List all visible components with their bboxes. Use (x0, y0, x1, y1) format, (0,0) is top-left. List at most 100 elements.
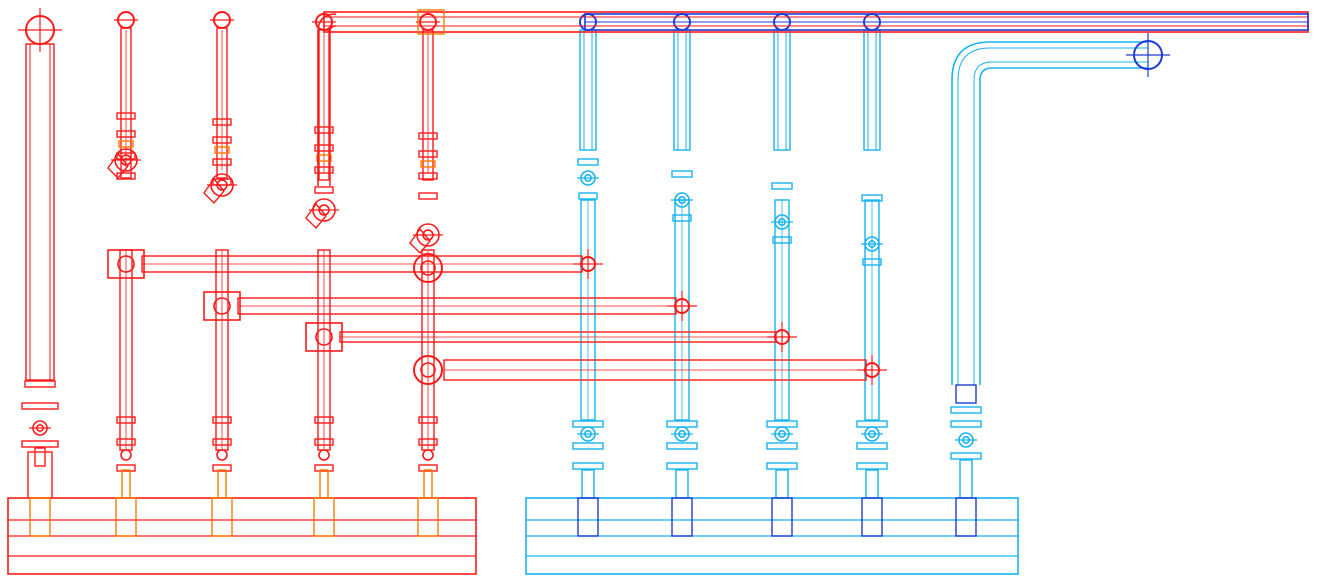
flange-icon (314, 464, 334, 472)
manifold-port (671, 497, 693, 537)
manifold-port (417, 497, 439, 537)
flange-icon (212, 158, 232, 166)
crosshair-fitting-icon (767, 322, 797, 352)
angle-valve-icon (409, 227, 431, 255)
tee-core-icon (315, 328, 333, 346)
flange-icon (572, 442, 604, 450)
flange-icon (578, 192, 598, 200)
return-stub (775, 469, 789, 499)
manifold-port (313, 497, 335, 537)
riser-stub (423, 469, 433, 499)
flange-icon (766, 420, 798, 428)
flange-icon (418, 132, 438, 140)
flange-icon (24, 380, 56, 388)
ball-valve-icon (207, 173, 237, 197)
header-elbow (329, 25, 337, 186)
ball-valve-icon (577, 426, 599, 442)
crosshair-fitting-icon (1126, 33, 1170, 77)
manifold-port (115, 497, 137, 537)
angle-valve-icon (305, 202, 327, 230)
manifold-port (955, 497, 977, 537)
return-upper-pipe (579, 29, 597, 151)
crosshair-fitting-icon (857, 355, 887, 385)
riser-upper-pipe (120, 27, 132, 179)
flange-icon (766, 462, 798, 470)
flange-icon (418, 416, 438, 424)
elbow-pipe-liner (957, 47, 1148, 385)
tee-core-icon (117, 255, 135, 273)
riser-upper-pipe (422, 29, 434, 181)
ball-valve-icon (413, 223, 443, 247)
flange-icon (212, 416, 232, 424)
flange-icon (950, 406, 982, 414)
flange-icon (118, 140, 134, 148)
manifold-port (29, 497, 51, 537)
elbow-pipe-inner (979, 67, 1148, 385)
riser-upper-pipe (216, 27, 228, 179)
ball-valve-icon (309, 198, 339, 222)
angle-valve-icon (107, 152, 129, 180)
flange-icon (212, 118, 232, 126)
riser-lower-1 (27, 451, 53, 499)
manifold-port (577, 497, 599, 537)
flange-icon (856, 420, 888, 428)
flange-icon (666, 442, 698, 450)
flange-icon (212, 464, 232, 472)
flange-icon (116, 130, 136, 138)
large-valve-core (420, 260, 436, 276)
flange-icon (572, 462, 604, 470)
flange-icon (771, 182, 793, 190)
flange-icon (314, 144, 334, 152)
return-stub (581, 469, 595, 499)
flange-icon (671, 170, 693, 178)
drain-fitting-icon (120, 449, 132, 461)
flange-icon (116, 112, 136, 120)
flange-icon (314, 126, 334, 134)
supply-manifold (7, 497, 477, 575)
return-stub (865, 469, 879, 499)
top-header-pipe (317, 9, 1309, 186)
tee-core-icon (213, 297, 231, 315)
manifold-port (771, 497, 793, 537)
elbow-pipe-outer (951, 41, 1148, 385)
riser-stub (319, 469, 329, 499)
drain-fitting-icon (216, 449, 228, 461)
flange-icon (212, 136, 232, 144)
manifold-port (211, 497, 233, 537)
ball-valve-icon (771, 426, 793, 442)
return-stub (675, 469, 689, 499)
flange-icon (21, 402, 59, 410)
flange-icon (316, 154, 332, 162)
flange-icon (21, 440, 59, 448)
crosshair-fitting-icon (18, 8, 62, 52)
ball-valve-icon (111, 148, 141, 172)
valve-stem (34, 447, 46, 467)
flange-icon (116, 464, 136, 472)
ball-valve-icon (671, 426, 693, 442)
flange-icon (418, 464, 438, 472)
flange-icon (856, 442, 888, 450)
large-valve-core (420, 362, 436, 378)
crosshair-fitting-icon (667, 291, 697, 321)
flange-icon (420, 160, 436, 168)
return-upper-pipe (673, 29, 691, 151)
ball-valve-icon (861, 426, 883, 442)
flange-icon (314, 166, 334, 174)
drain-fitting-icon (422, 449, 434, 461)
crosshair-fitting-icon (573, 249, 603, 279)
header-tee-icon (417, 9, 445, 35)
elbow-pipe-liner (973, 61, 1148, 385)
flange-icon (214, 146, 230, 154)
manifolds (7, 497, 1019, 575)
reducer-fitting-icon (955, 384, 977, 404)
flange-icon (116, 438, 136, 446)
flange-icon (666, 462, 698, 470)
large-valve-icon (413, 253, 443, 283)
flange-icon (116, 416, 136, 424)
ball-valve-icon (577, 170, 599, 186)
flange-icon (950, 452, 982, 460)
riser-stub (121, 469, 131, 499)
flange-icon (766, 442, 798, 450)
flange-icon (418, 172, 438, 180)
